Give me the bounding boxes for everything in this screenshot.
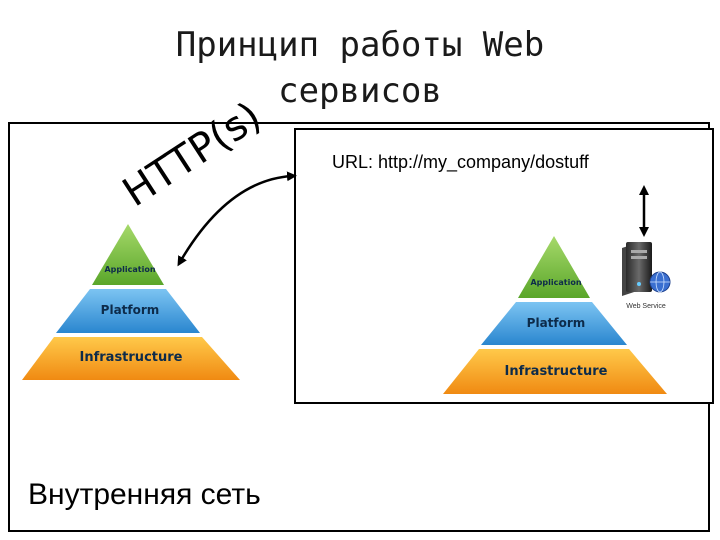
pyramid-left-infrastructure-tier	[22, 337, 240, 380]
pyramid-left-infrastructure-label: Infrastructure	[80, 350, 183, 365]
pyramid-left-application-tier	[92, 224, 164, 285]
pyramid-left-platform-label: Platform	[101, 303, 160, 317]
inner-network-label: Внутренняя сеть	[28, 478, 261, 511]
pyramid-right-application-tier	[518, 236, 590, 298]
web-service-label: Web Service	[626, 303, 666, 310]
globe-icon	[649, 271, 671, 293]
pyramid-right-platform-label: Platform	[527, 316, 586, 330]
title-line-2: сервисов	[278, 71, 442, 111]
pyramid-right-infrastructure-label: Infrastructure	[505, 364, 608, 379]
pyramid-right-application-label: Application	[530, 278, 581, 287]
slide-title: Принцип работы Web сервисов	[0, 22, 720, 114]
url-label: URL: http://my_company/dostuff	[332, 152, 589, 172]
title-line-1: Принцип работы Web	[175, 25, 545, 65]
pyramid-right-platform-tier	[481, 302, 627, 345]
server-icon	[622, 242, 652, 296]
pyramid-right-infrastructure-tier	[443, 349, 667, 394]
pyramid-left-application-label: Application	[104, 265, 155, 274]
http-arrow	[177, 171, 297, 267]
pyramid-right: Application Platform Infrastructure	[443, 236, 667, 394]
pyramid-left-platform-tier	[56, 289, 200, 333]
pyramid-left: Application Platform Infrastructure	[22, 224, 240, 380]
